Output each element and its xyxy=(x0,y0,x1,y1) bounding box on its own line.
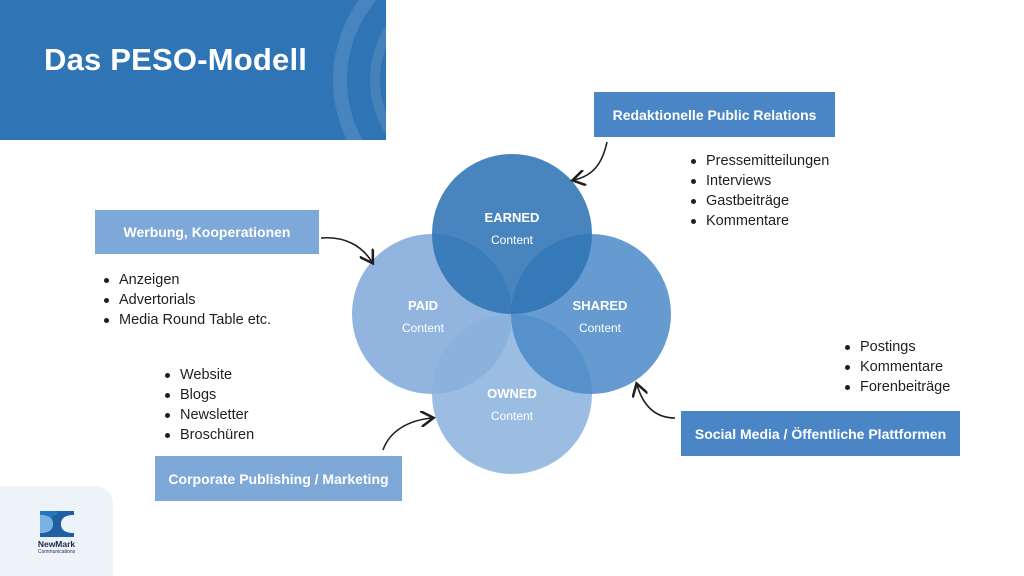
owned-title: OWNED xyxy=(487,386,537,401)
owned-subtitle: Content xyxy=(491,409,534,423)
paid-bullet-list: Anzeigen Advertorials Media Round Table … xyxy=(104,270,271,330)
list-item: Pressemitteilungen xyxy=(691,151,829,171)
list-item: Media Round Table etc. xyxy=(104,310,271,330)
list-item: Newsletter xyxy=(165,405,254,425)
circle-earned xyxy=(432,154,592,314)
shared-subtitle: Content xyxy=(579,321,622,335)
owned-label-box: Corporate Publishing / Marketing xyxy=(155,456,402,501)
paid-subtitle: Content xyxy=(402,321,445,335)
list-item: Gastbeiträge xyxy=(691,191,829,211)
earned-label-box: Redaktionelle Public Relations xyxy=(594,92,835,137)
list-item: Postings xyxy=(845,337,950,357)
list-item: Kommentare xyxy=(845,357,950,377)
owned-bullet-list: Website Blogs Newsletter Broschüren xyxy=(165,365,254,445)
earned-title: EARNED xyxy=(485,210,540,225)
shared-bullet-list: Postings Kommentare Forenbeiträge xyxy=(845,337,950,397)
logo-name: NewMark xyxy=(37,539,76,549)
list-item: Anzeigen xyxy=(104,270,271,290)
logo-panel: NewMark Communications xyxy=(0,486,113,576)
list-item: Broschüren xyxy=(165,425,254,445)
logo-tagline: Communications xyxy=(37,549,76,555)
earned-bullet-list: Pressemitteilungen Interviews Gastbeiträ… xyxy=(691,151,829,231)
list-item: Interviews xyxy=(691,171,829,191)
paid-title: PAID xyxy=(408,298,438,313)
shared-title: SHARED xyxy=(573,298,628,313)
header-decoration xyxy=(333,0,386,140)
newmark-logo-icon xyxy=(40,511,74,537)
header-bar: Das PESO-Modell xyxy=(0,0,386,140)
list-item: Advertorials xyxy=(104,290,271,310)
paid-label-box: Werbung, Kooperationen xyxy=(95,210,319,254)
earned-subtitle: Content xyxy=(491,233,534,247)
arrow-earned xyxy=(574,141,608,180)
arrow-shared xyxy=(637,385,676,419)
list-item: Kommentare xyxy=(691,211,829,231)
shared-label-box: Social Media / Öffentliche Plattformen xyxy=(681,411,960,456)
arrow-paid xyxy=(320,237,372,262)
page-title: Das PESO-Modell xyxy=(44,42,308,77)
list-item: Forenbeiträge xyxy=(845,377,950,397)
arrow-owned xyxy=(382,418,432,451)
list-item: Website xyxy=(165,365,254,385)
list-item: Blogs xyxy=(165,385,254,405)
